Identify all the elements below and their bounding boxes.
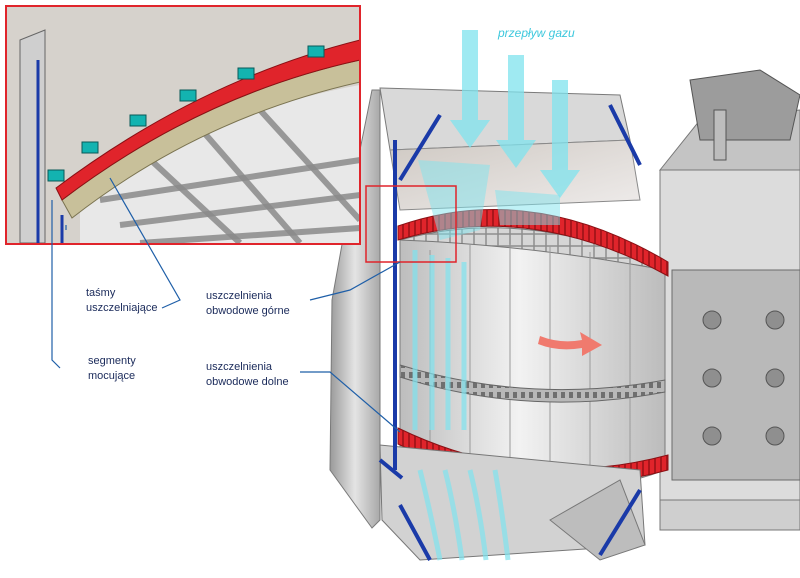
sealing-strips-label: taśmy uszczelniające [86,286,158,316]
leader-mounting-segments [51,200,61,369]
lower-seals-label-line2: obwodowe dolne [206,376,289,388]
gas-flow-label: przepływ gazu [498,26,575,40]
leader-upper-seals [309,261,401,301]
panel-bolts [702,310,785,446]
drive-shaft [713,109,727,161]
bottom-chute [549,479,646,561]
frame-edges [378,104,642,561]
lower-seals-label: uszczelnienia obwodowe dolne [206,360,289,390]
drive-unit [689,69,800,141]
leader-lines [51,177,401,433]
upper-seals-label: uszczelnienia obwodowe górne [206,289,290,319]
sealing-strips-label-line2: uszczelniające [86,302,158,314]
leader-lower-seals [300,371,401,433]
upper-seals-label-line2: obwodowe górne [206,305,290,317]
mounting-segments-label: segmenty mocujące [88,354,136,384]
rotation-arrow-icon [538,332,602,356]
gas-flow-in-icon [418,30,580,240]
mounting-segments-label-line1: segmenty [88,355,136,367]
lower-seals-label-line1: uszczelnienia [206,361,273,373]
inset-grid [99,107,359,243]
gas-flow-out-icon [417,469,511,561]
gas-flow-through-icon [412,250,467,430]
upper-seals-label-line1: uszczelnienia [206,290,273,302]
right-base [659,499,800,531]
detail-inset [5,5,361,245]
sealing-strips-label-line1: taśmy [86,287,116,299]
zoom-region-box [365,185,457,263]
mounting-segments-label-line2: mocujące [88,370,136,382]
mounting-segment-icons [47,45,325,182]
leader-sealing-strips [109,177,181,309]
